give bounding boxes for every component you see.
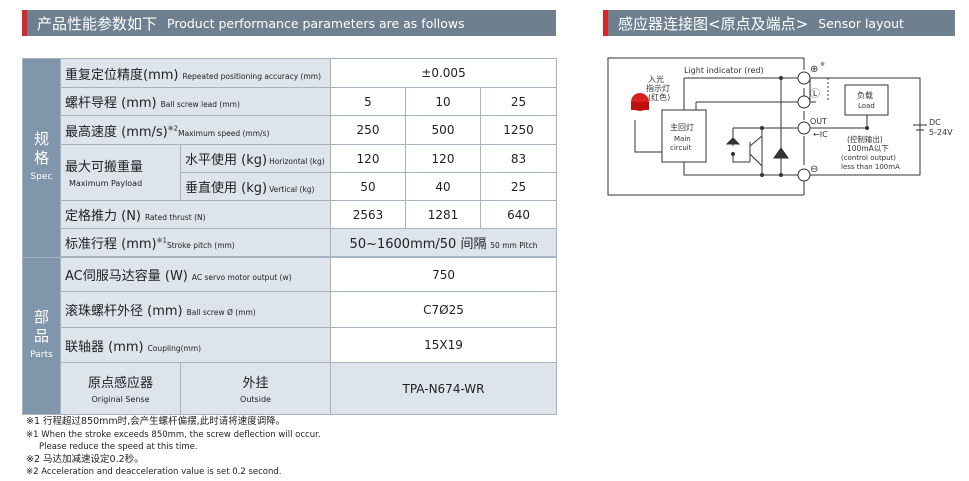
note: ※1 行程超过850mm时,会产生螺杆偏摆,此时请将速度调降。 [26,416,286,427]
minus-terminal: ⊖ [810,164,818,175]
screw-value: C7Ø25 [329,291,558,328]
control-output-label: 100mA以下 [847,144,889,153]
speed-value: 500 [405,115,481,145]
lead-label: 螺杆导程 (mm)Ball screw lead (mm) [60,87,331,116]
vertical-label: 垂直使用 (kg)Vertical (kg) [180,172,331,201]
plus-note: ※ [820,61,825,68]
horizontal-label: 水平使用 (kg)Horizontal (kg) [180,144,331,173]
note: ※2 马达加减速设定0.2秒。 [26,453,144,465]
load-label: Load [858,102,875,110]
dc-label: DC [929,118,941,127]
control-output-label: (控制输出) [847,134,883,144]
main-circuit-label: Main [674,135,691,143]
lead-value: 25 [479,87,558,116]
thrust-label: 定格推力 (N)Rated thrust (N) [60,200,331,229]
left-header-en: Product performance parameters are as fo… [167,15,465,31]
stroke-value: 50~1600mm/50 间隔 50 mm Pitch [329,228,558,257]
note: Please reduce the speed at this time. [39,442,198,453]
motor-label: AC伺服马达容量 (W)AC servo motor output (w) [60,257,331,292]
speed-label: 最高速度 (mm/s)※2Maximum speed (mm/s) [60,115,331,145]
led-label: (红色) [648,92,670,102]
speed-value: 1250 [479,115,558,145]
vertical-value: 25 [479,172,558,201]
dc-voltage: 5-24V [929,128,953,137]
accuracy-label: 重复定位精度(mm)Repeated positioning accuracy … [60,58,331,88]
speed-value: 250 [330,115,406,145]
control-output-label: (control output) [841,154,896,162]
screw-label: 滚珠螺杆外径 (mm)Ball screw Ø (mm) [60,291,331,328]
vertical-value: 50 [330,172,406,201]
stroke-label: 标准行程 (mm)※1Stroke pitch (mm) [60,228,331,257]
footnotes: ※1 行程超过850mm时,会产生螺杆偏摆,此时请将速度调降。 ※1 When … [26,416,321,479]
table-row: 滚珠螺杆外径 (mm)Ball screw Ø (mm) C7Ø25 [23,291,558,328]
right-header-en: Sensor layout [818,15,904,31]
coupling-value: 15X19 [329,327,558,363]
control-output-label: less than 100mA [841,163,900,171]
right-section-header: 感应器连接图<原点及端点> Sensor layout [603,10,955,36]
note: ※2 Acceleration and deacceleration value… [26,467,282,478]
note: ※1 When the stroke exceeds 850mm, the sc… [26,429,321,440]
sensor-wiring-diagram: Light indicator (red) 入光 指示灯 (红色) 主回灯 Ma… [607,57,953,196]
right-header-zh: 感应器连接图<原点及端点> [618,14,809,33]
horizontal-value: 120 [405,144,481,173]
lead-value: 5 [330,87,406,116]
ic-label: ←IC [813,130,828,139]
accuracy-value: ±0.005 [329,58,558,88]
lead-value: 10 [405,87,481,116]
left-section-header: 产品性能参数如下 Product performance parameters … [22,10,556,36]
table-row: 联轴器 (mm)Coupling(mm) 15X19 [23,327,558,363]
led-label: 指示灯 [646,83,670,93]
vertical-value: 40 [405,172,481,201]
led-label: 入光 [648,74,664,84]
coupling-label: 联轴器 (mm)Coupling(mm) [60,327,331,363]
main-circuit-label: circuit [670,144,692,152]
load-label: 负载 [857,90,873,100]
motor-value: 750 [329,257,558,292]
table-row: 标准行程 (mm)※1Stroke pitch (mm) 50~1600mm/5… [23,228,558,257]
left-header-zh: 产品性能参数如下 [37,14,158,33]
horizontal-value: 120 [330,144,406,173]
plus-terminal: ⊕ [810,64,818,75]
light-indicator-label: Light indicator (red) [684,66,764,75]
main-circuit-label: 主回灯 [670,122,694,132]
out-terminal: OUT [810,117,827,126]
thrust-value: 2563 [330,200,406,229]
sensor-value: TPA-N674-WR [329,362,558,415]
thrust-value: 640 [479,200,558,229]
l-terminal: Ⓛ [810,88,820,100]
horizontal-value: 83 [479,144,558,173]
thrust-value: 1281 [405,200,481,229]
